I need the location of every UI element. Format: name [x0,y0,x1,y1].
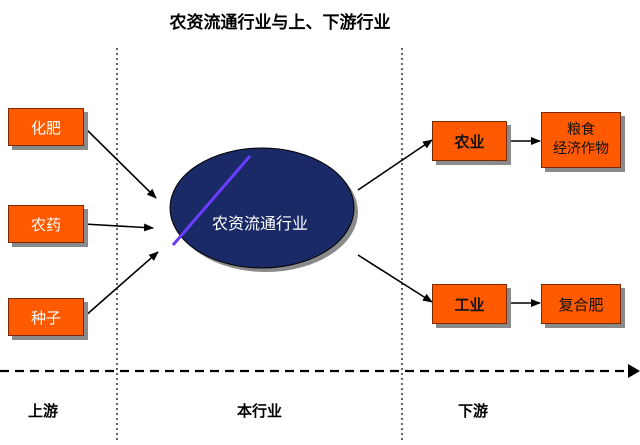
output-box-agriculture: 粮食 经济作物 [541,112,621,168]
arrow-pesticide-core [83,223,154,232]
arrow-fertilizer-core [83,126,157,199]
upstream-box-pesticide: 农药 [8,205,84,243]
zone-label-downstream: 下游 [458,402,489,420]
output-box-compound-fertilizer: 复合肥 [541,284,621,324]
timeline-arrowhead [628,364,640,378]
arrow-core-industry [357,254,433,303]
downstream-box-industry: 工业 [432,284,507,324]
arrow-core-agriculture [357,139,433,191]
output-grain: 粮食 [567,122,595,138]
core-accent-line [171,155,252,246]
core-ellipse [169,147,355,269]
arrow-seed-core [83,251,159,318]
zone-label-upstream: 上游 [28,402,59,420]
core-label: 农资流通行业 [211,214,308,233]
output-cash-crops: 经济作物 [553,141,609,157]
diagram-title: 农资流通行业与上、下游行业 [169,13,391,33]
upstream-box-seed: 种子 [8,298,84,336]
upstream-box-fertilizer: 化肥 [8,108,84,146]
downstream-box-agriculture: 农业 [432,121,507,161]
zone-label-core: 本行业 [237,402,283,420]
